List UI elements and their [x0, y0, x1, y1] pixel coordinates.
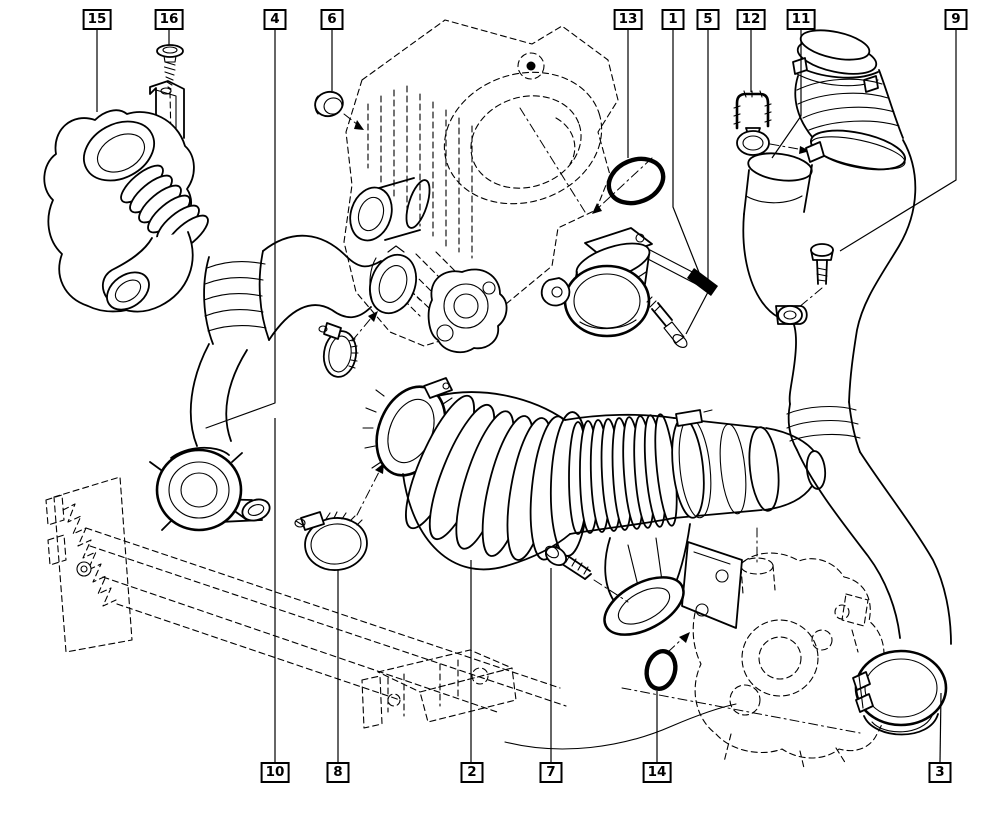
- leader-line-1: [672, 30, 701, 276]
- callout-number: 5: [703, 10, 713, 27]
- quick-connector: [149, 446, 248, 532]
- bracket-bolt: [797, 243, 834, 309]
- callout-10[interactable]: 10: [260, 761, 290, 783]
- callout-2[interactable]: 2: [460, 761, 484, 783]
- callout-number: 15: [87, 10, 107, 27]
- callout-number: 16: [159, 10, 179, 27]
- callout-1[interactable]: 1: [661, 8, 685, 30]
- vacuum-pump: [427, 268, 508, 354]
- arrowhead: [375, 463, 384, 474]
- arrowhead: [592, 203, 602, 214]
- profile-clamp: [852, 649, 948, 727]
- callout-12[interactable]: 12: [736, 8, 766, 30]
- lower-hose-part3: [796, 449, 952, 736]
- hose-clamp-part8: [294, 463, 384, 571]
- grommet-part6: [314, 90, 364, 130]
- callout-number: 3: [935, 763, 945, 780]
- egr-valve-reference: [361, 649, 737, 750]
- callout-11[interactable]: 11: [786, 8, 816, 30]
- callout-number: 2: [467, 763, 477, 780]
- bolt-part7: [544, 545, 629, 603]
- callout-7[interactable]: 7: [539, 761, 563, 783]
- callout-number: 1: [668, 10, 678, 27]
- callout-number: 8: [333, 763, 343, 780]
- arrowhead: [354, 120, 364, 130]
- bolt-part5: [646, 296, 688, 348]
- callout-13[interactable]: 13: [613, 8, 643, 30]
- resonator-duct-part15: [43, 44, 209, 313]
- callout-5[interactable]: 5: [696, 8, 720, 30]
- callout-number: 14: [647, 763, 667, 780]
- o-ring-part13: [606, 156, 666, 206]
- callout-number: 11: [791, 10, 811, 27]
- callout-number: 13: [618, 10, 638, 27]
- hose2-fine-corrugations: [568, 413, 678, 535]
- arrowhead: [799, 146, 810, 154]
- callout-number: 4: [270, 10, 280, 27]
- arrowhead: [679, 632, 690, 643]
- air-filter-inlet-snout: [349, 177, 431, 242]
- hose2-elbow: [603, 523, 743, 636]
- callout-6[interactable]: 6: [320, 8, 344, 30]
- callout-16[interactable]: 16: [154, 8, 184, 30]
- callout-number: 9: [951, 10, 961, 27]
- leader-line-9: [839, 30, 957, 252]
- callout-9[interactable]: 9: [944, 8, 968, 30]
- hose2-outlet-clamp: [671, 409, 713, 519]
- callout-15[interactable]: 15: [82, 8, 112, 30]
- callout-number: 7: [546, 763, 556, 780]
- hose-part4: [149, 234, 417, 532]
- o-ring-part14: [644, 632, 690, 691]
- leader-line-11: [771, 30, 802, 159]
- callout-8[interactable]: 8: [326, 761, 350, 783]
- callout-number: 10: [265, 763, 285, 780]
- callout-4[interactable]: 4: [263, 8, 287, 30]
- arrowhead: [368, 311, 378, 322]
- callout-3[interactable]: 3: [928, 761, 952, 783]
- engine-reference: [343, 19, 619, 354]
- hose-clamp-upper: [318, 311, 378, 378]
- hose-union-part11: [743, 152, 813, 215]
- callout-number: 12: [741, 10, 761, 27]
- leader-line-3: [939, 692, 942, 763]
- u-bracket-part12: [733, 90, 810, 156]
- callout-14[interactable]: 14: [642, 761, 672, 783]
- callout-number: 6: [327, 10, 337, 27]
- leader-line-5: [685, 30, 709, 335]
- turbo-hose-part9: [742, 29, 952, 736]
- air-flow-meter-part1: [540, 156, 718, 348]
